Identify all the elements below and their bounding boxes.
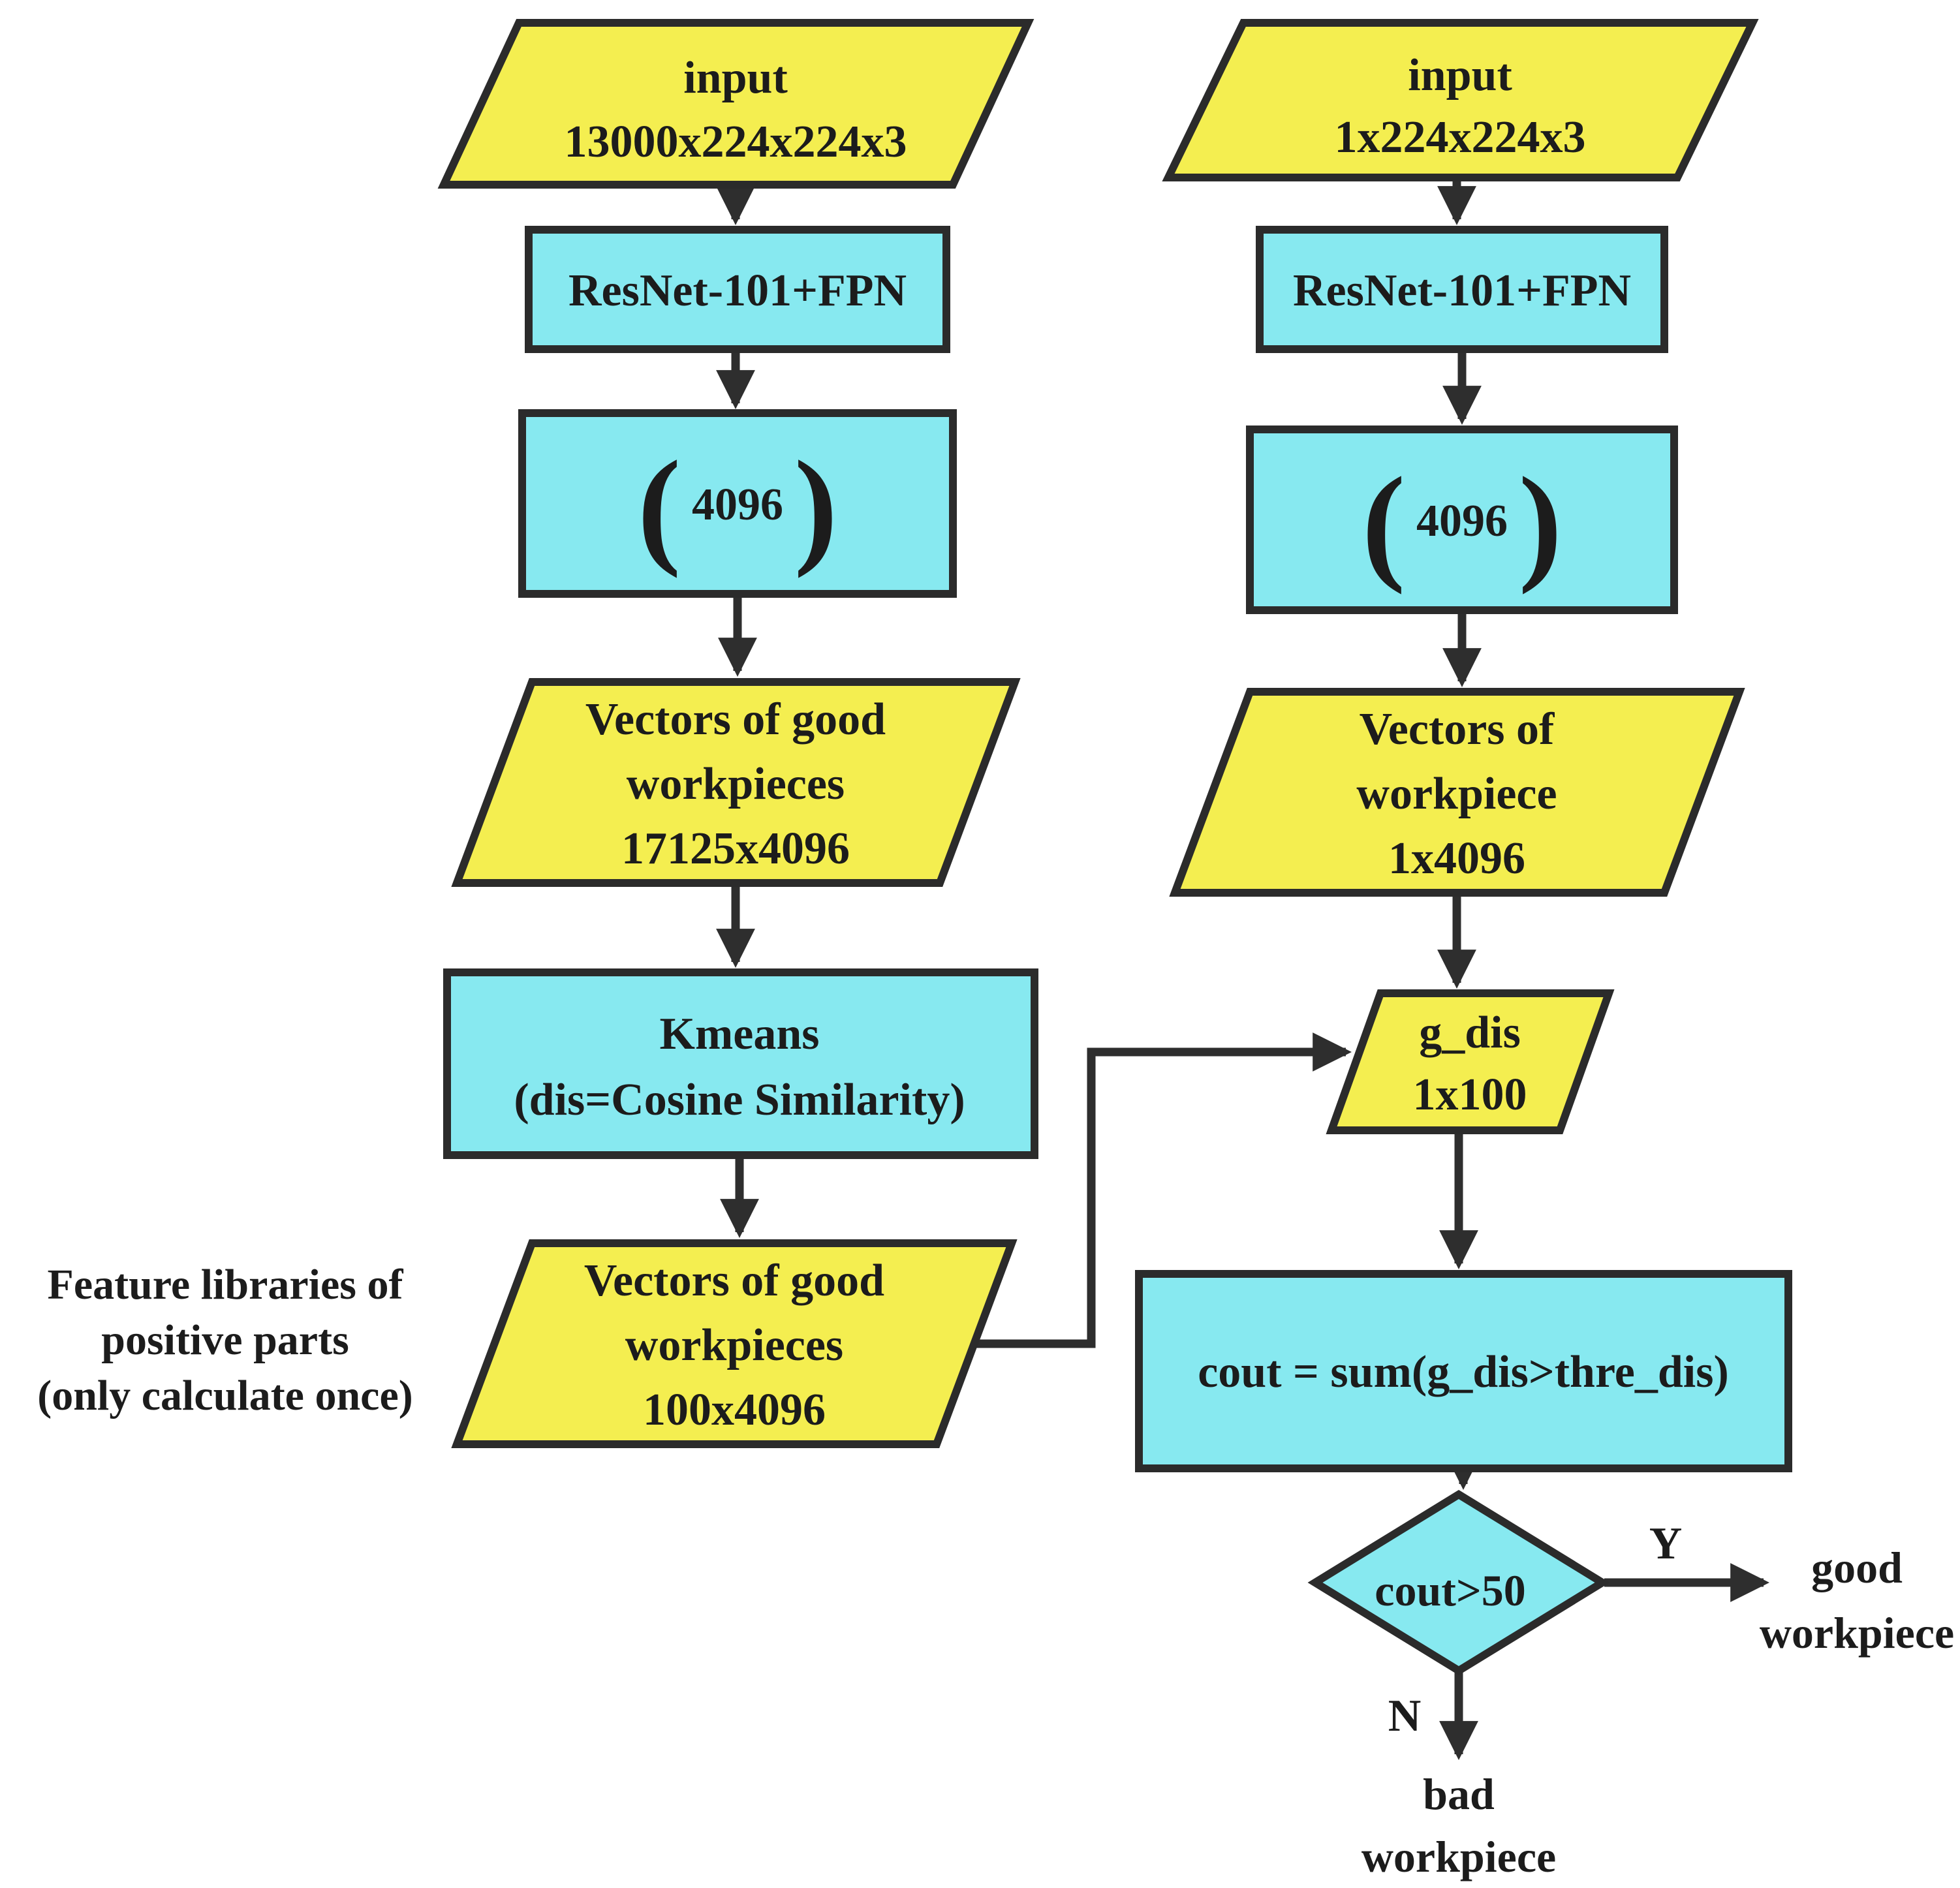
- l-vectors100-line1: Vectors of good: [584, 1256, 884, 1306]
- r-4096-bracket-left: (: [1362, 451, 1406, 595]
- l-vectors100-line3: 100x4096: [643, 1385, 826, 1435]
- r-resnet-fpn-box: ResNet-101+FPN: [1256, 226, 1668, 353]
- l-4096-bracket-left: (: [638, 435, 681, 579]
- r-vectors-shape: [1169, 688, 1745, 897]
- cout-decision-diamond: cout>50: [1307, 1489, 1610, 1676]
- note-line2: positive parts: [101, 1316, 349, 1364]
- decision-label: cout>50: [1375, 1566, 1525, 1615]
- label-yes: Y: [1649, 1519, 1683, 1569]
- r-input-parallelogram: input 1x224x224x3: [1162, 19, 1759, 181]
- l-input-line1: input: [683, 53, 788, 103]
- bad-workpiece-label: bad workpiece: [1361, 1769, 1556, 1881]
- bad-line1: bad: [1423, 1769, 1495, 1819]
- l-4096-value: 4096: [692, 480, 783, 530]
- decision-shape: [1307, 1489, 1610, 1676]
- kmeans-line1: Kmeans: [660, 1009, 820, 1059]
- l-input-shape: [437, 19, 1034, 189]
- l-4096-shape: [518, 409, 957, 598]
- cout-label: cout = sum(g_dis>thre_dis): [1198, 1347, 1729, 1397]
- arrow-vectors100-to-gdis: [972, 1032, 1352, 1348]
- l-input-parallelogram: input 13000x224x224x3: [437, 19, 1034, 189]
- kmeans-shape: [443, 968, 1038, 1159]
- g-dis-line1: g_dis: [1419, 1008, 1521, 1058]
- r-resnet-shape: [1256, 226, 1668, 353]
- r-vectors-workpiece-parallelogram: Vectors of workpiece 1x4096: [1169, 688, 1745, 897]
- r-vectors-line3: 1x4096: [1388, 833, 1525, 884]
- l-input-line2: 13000x224x224x3: [565, 117, 907, 167]
- l-feature-vector-4096-box: ( 4096 ): [518, 409, 957, 598]
- l-vectors100-line2: workpieces: [625, 1320, 843, 1370]
- l-vectors-good-17125-parallelogram: Vectors of good workpieces 17125x4096: [451, 678, 1021, 887]
- g-dis-shape: [1326, 989, 1615, 1134]
- kmeans-line2: (dis=Cosine Similarity): [514, 1075, 965, 1125]
- l-vectors100-shape: [451, 1239, 1018, 1448]
- r-input-line2: 1x224x224x3: [1335, 112, 1586, 162]
- label-no: N: [1388, 1691, 1422, 1741]
- good-workpiece-label: good workpiece: [1760, 1543, 1954, 1658]
- l-resnet-label: ResNet-101+FPN: [568, 266, 907, 316]
- bad-line2: workpiece: [1361, 1832, 1556, 1881]
- good-line1: good: [1811, 1543, 1903, 1592]
- r-input-shape: [1162, 19, 1759, 181]
- l-4096-bracket-right: ): [794, 435, 838, 579]
- r-4096-value: 4096: [1416, 496, 1508, 546]
- branch-labels: Y N: [1388, 1519, 1683, 1741]
- cout-sum-box: cout = sum(g_dis>thre_dis): [1135, 1270, 1792, 1472]
- r-4096-bracket-right: ): [1519, 451, 1563, 595]
- l-resnet-shape: [525, 226, 950, 353]
- cout-shape: [1135, 1270, 1792, 1472]
- r-feature-vector-4096-box: ( 4096 ): [1246, 426, 1678, 614]
- l-resnet-fpn-box: ResNet-101+FPN: [525, 226, 950, 353]
- l-vectors-good-100-parallelogram: Vectors of good workpieces 100x4096: [451, 1239, 1018, 1448]
- r-vectors-line2: workpiece: [1356, 769, 1557, 819]
- g-dis-line2: 1x100: [1413, 1070, 1527, 1120]
- note-line1: Feature libraries of: [48, 1261, 404, 1308]
- l-vectors17125-line2: workpieces: [627, 759, 845, 809]
- g-dis-parallelogram: g_dis 1x100: [1326, 989, 1615, 1134]
- l-vectors17125-shape: [451, 678, 1021, 887]
- r-4096-shape: [1246, 426, 1678, 614]
- r-input-line1: input: [1408, 50, 1512, 101]
- kmeans-box: Kmeans (dis=Cosine Similarity): [443, 968, 1038, 1159]
- good-line2: workpiece: [1760, 1608, 1954, 1658]
- note-line3: (only calculate once): [37, 1372, 413, 1419]
- r-vectors-line1: Vectors of: [1360, 704, 1555, 754]
- r-resnet-label: ResNet-101+FPN: [1293, 266, 1631, 316]
- l-vectors17125-line1: Vectors of good: [585, 694, 886, 745]
- l-vectors17125-line3: 17125x4096: [621, 824, 850, 874]
- feature-libraries-note: Feature libraries of positive parts (onl…: [37, 1261, 413, 1419]
